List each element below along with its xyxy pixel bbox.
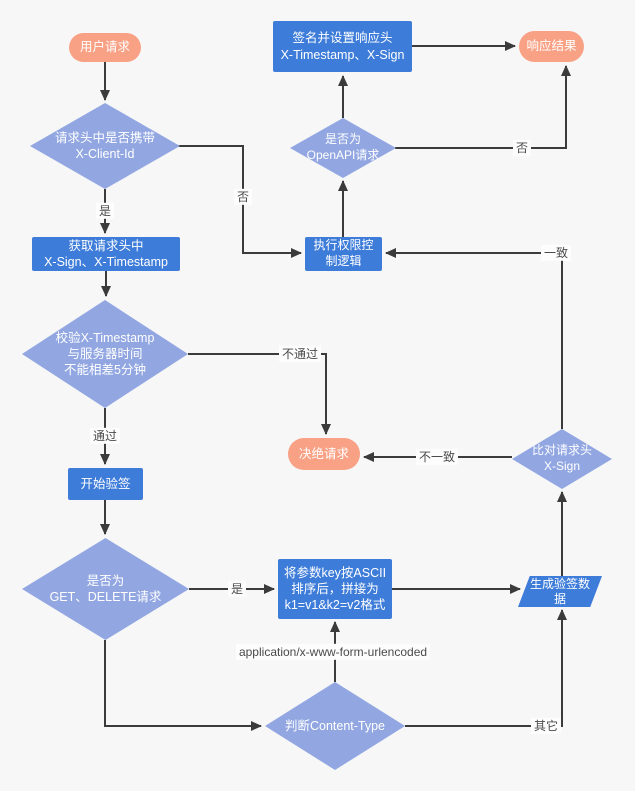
- edge-label-no-openapi: 否: [512, 139, 532, 157]
- node-response-result: 响应结果: [519, 31, 584, 62]
- edge-comparesign-match: [385, 248, 563, 429]
- edge-label-sign-mismatch: 不一致: [415, 448, 459, 466]
- edge-timestamp-fail: [188, 353, 331, 435]
- node-user-request: 用户请求: [69, 33, 141, 62]
- node-sign-response: 签名并设置响应头 X-Timestamp、X-Sign: [273, 21, 412, 72]
- edge-label-no-client-id: 否: [233, 188, 253, 206]
- node-sort-params: 将参数key按ASCII 排序后，拼接为 k1=v1&k2=v2格式: [278, 559, 392, 619]
- node-perm-control: 执行权限控 制逻辑: [305, 237, 382, 271]
- node-get-headers: 获取请求头中 X-Sign、X-Timestamp: [32, 237, 180, 271]
- node-start-verify: 开始验签: [68, 468, 143, 500]
- edge-method-to-contenttype: [104, 640, 262, 731]
- edge-label-yes-client-id: 是: [95, 202, 115, 220]
- edge-label-content-type-other: 其它: [530, 717, 562, 735]
- edge-label-content-type-form: application/x-www-form-urlencoded: [235, 643, 431, 661]
- edge-openapi-no: [395, 65, 571, 149]
- edge-label-fail: 不通过: [278, 345, 322, 363]
- edge-contenttype-other: [405, 609, 567, 727]
- node-gen-sign-data: 生成验签数 据: [518, 576, 602, 607]
- node-reject-request: 决绝请求: [288, 438, 360, 470]
- edge-label-sign-match: 一致: [540, 244, 572, 262]
- edge-label-pass: 通过: [89, 427, 121, 445]
- edge-label-yes-get-delete: 是: [227, 580, 247, 598]
